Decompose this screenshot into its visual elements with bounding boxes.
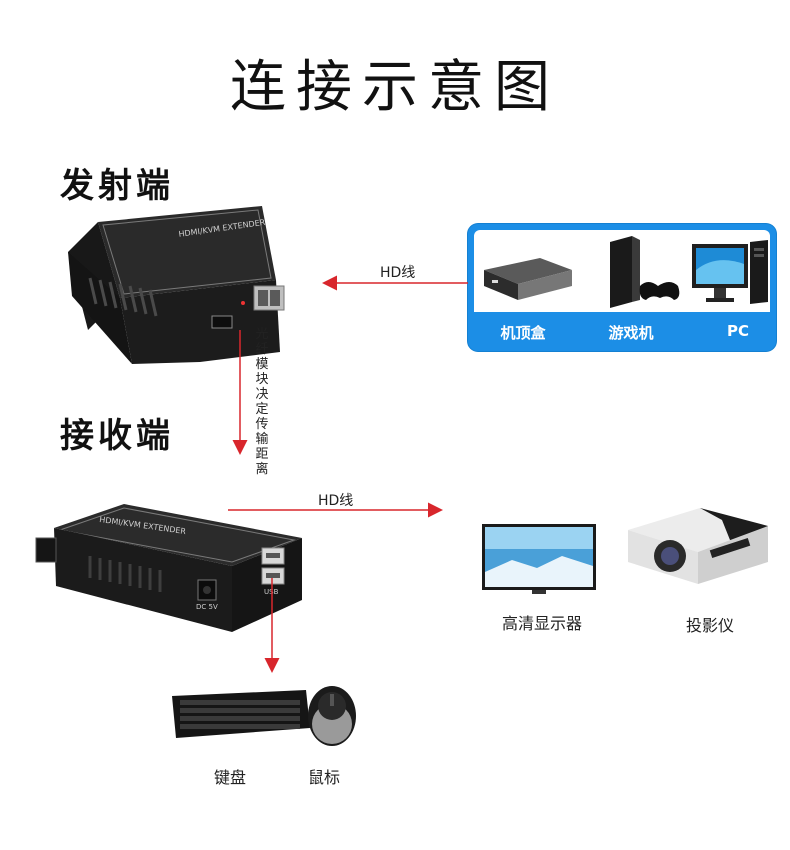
transmitter-title: 发射端 <box>60 166 174 206</box>
mouse-icon <box>308 686 356 746</box>
source-panel: 机顶盒 游戏机 PC <box>468 224 776 351</box>
keyboard-icon <box>172 690 310 738</box>
set-top-box-icon <box>484 258 572 300</box>
source-label-stb: 机顶盒 <box>500 324 546 342</box>
page-title: 连接示意图 <box>230 55 560 120</box>
source-label-pc: PC <box>726 322 749 340</box>
source-images <box>474 230 770 312</box>
receiver-print: HDMI/KVM EXTENDER <box>98 515 187 537</box>
transmitter-print: HDMI/KVM EXTENDER <box>178 217 266 239</box>
mouse-label: 鼠标 <box>307 768 340 787</box>
desktop-pc-icon <box>692 240 768 304</box>
receiver-title: 接收端 <box>60 416 174 456</box>
source-label-console: 游戏机 <box>608 324 654 342</box>
source-cable-label: HD线 <box>380 265 416 281</box>
dc-label: DC 5V <box>196 603 218 611</box>
game-console-icon <box>610 236 680 308</box>
fiber-note: 光纤模块决定传输距离 <box>255 327 269 477</box>
projector-label: 投影仪 <box>685 616 734 635</box>
output-cable-label: HD线 <box>318 493 354 509</box>
tv-label: 高清显示器 <box>501 614 582 633</box>
usb-label: USB <box>264 588 279 596</box>
projector-icon <box>628 508 768 584</box>
tv-icon <box>482 524 596 594</box>
keyboard-label: 键盘 <box>213 768 246 787</box>
